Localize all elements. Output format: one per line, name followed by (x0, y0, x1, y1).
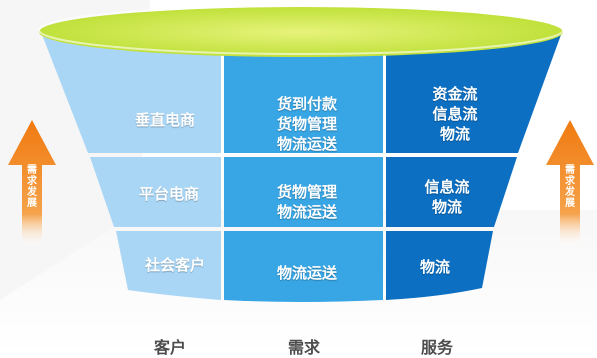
demand-item: 货物管理 (276, 183, 337, 201)
customer-label-row2: 平台电商 (138, 185, 199, 203)
service-item: 资金流 (432, 85, 478, 103)
demand-item: 货物管理 (276, 115, 337, 133)
demand-list-row3: 物流运送 (262, 263, 352, 283)
cell-demand-row1 (224, 32, 383, 153)
right-arrow-icon (546, 120, 594, 245)
column-label-demand: 需求 (287, 338, 320, 357)
demand-item: 物流运送 (276, 135, 337, 153)
demand-list-row2: 货物管理 物流运送 (262, 182, 352, 222)
service-item: 信息流 (432, 105, 478, 123)
left-arrow-label: 需求发展 (27, 165, 37, 209)
service-item: 物流 (439, 125, 470, 143)
demand-item: 物流运送 (276, 264, 337, 282)
left-arrow-icon (8, 120, 56, 245)
service-item: 物流 (431, 198, 462, 216)
demand-list-row1: 货到付款 货物管理 物流运送 (262, 94, 352, 154)
cell-service-row2 (386, 157, 517, 227)
funnel-top (39, 7, 563, 57)
service-item: 物流 (419, 258, 450, 276)
service-list-row3: 物流 (400, 257, 470, 277)
funnel-rim (38, 5, 564, 55)
demand-item: 物流运送 (276, 203, 337, 221)
demand-item: 货到付款 (276, 95, 337, 113)
cell-demand-row2 (224, 157, 383, 227)
customer-label-row3: 社会客户 (144, 256, 205, 274)
customer-label-row1: 垂直电商 (134, 111, 195, 129)
right-arrow-label: 需求发展 (565, 165, 575, 209)
cell-customer-row1 (41, 32, 221, 153)
service-list-row1: 资金流 信息流 物流 (420, 84, 490, 144)
service-item: 信息流 (424, 178, 470, 196)
service-list-row2: 信息流 物流 (412, 177, 482, 217)
column-label-customer: 客户 (153, 338, 186, 357)
cell-service-row3 (386, 231, 493, 300)
cell-demand-row3 (224, 231, 383, 302)
cell-customer-row2 (90, 157, 221, 227)
column-label-service: 服务 (420, 338, 453, 357)
cell-customer-row3 (116, 231, 221, 300)
cell-service-row1 (386, 32, 562, 153)
